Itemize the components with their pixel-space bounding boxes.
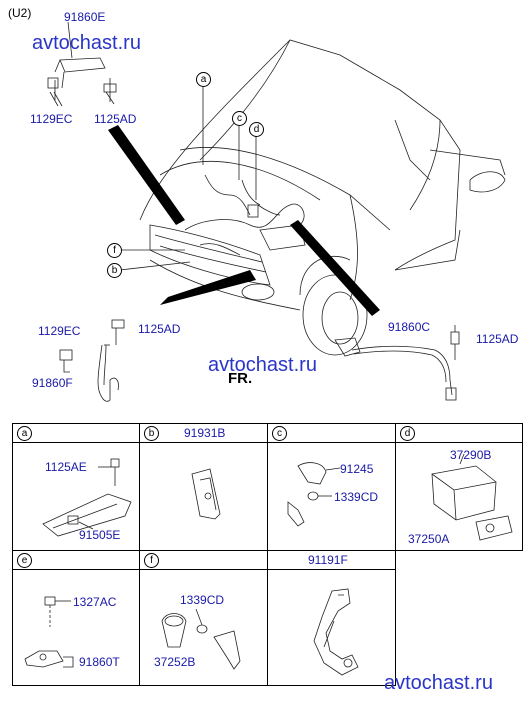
part-91245-label[interactable]: 91245 xyxy=(340,462,374,476)
part-1125AD-top-label[interactable]: 1125AD xyxy=(94,112,137,126)
cell-a-drawing xyxy=(42,458,132,537)
cell-c-code: c xyxy=(272,426,287,441)
detail-cell-c: c 91245 1339CD xyxy=(267,423,396,551)
part-91860F-label[interactable]: 91860F xyxy=(32,376,73,390)
cell-g-drawing xyxy=(313,588,359,676)
part-1125AE-label[interactable]: 1125AE xyxy=(45,460,87,474)
cell-a-code: a xyxy=(17,426,32,441)
detail-cell-g: 91191F xyxy=(267,550,396,686)
part-91931B-label[interactable]: 91931B xyxy=(184,426,226,440)
callout-b: b xyxy=(107,263,122,278)
part-1125AD-bottom-label[interactable]: 1125AD xyxy=(138,322,181,336)
part-1129EC-top-label[interactable]: 1129EC xyxy=(30,112,73,126)
cell-c-drawing xyxy=(287,462,341,527)
cell-d-code: d xyxy=(400,426,415,441)
part-1125AD-right-label[interactable]: 1125AD xyxy=(476,332,519,346)
callout-c: c xyxy=(232,111,247,126)
part-91860C-label[interactable]: 91860C xyxy=(388,320,431,334)
part-91191F-label[interactable]: 91191F xyxy=(308,553,348,567)
part-1339CD-label-c[interactable]: 1339CD xyxy=(334,490,379,504)
part-91860E-label[interactable]: 91860E xyxy=(64,10,106,24)
callout-f: f xyxy=(107,243,122,258)
cell-e-drawing xyxy=(24,596,74,668)
detail-cell-e: e 1327AC 91860T xyxy=(12,550,140,686)
front-direction-label: FR. xyxy=(228,370,253,387)
part-91860T-label[interactable]: 91860T xyxy=(79,655,120,669)
variant-label: (U2) xyxy=(8,6,32,20)
part-37252B-label[interactable]: 37252B xyxy=(154,655,196,669)
detail-cell-f: f 1339CD 37252B xyxy=(139,550,268,686)
detail-cell-b: b 91931B xyxy=(139,423,268,551)
cell-d-drawing xyxy=(431,453,513,541)
cell-b-code: b xyxy=(144,426,159,441)
cell-f-code: f xyxy=(144,553,159,568)
watermark-bottom: avtochast.ru xyxy=(384,672,493,694)
cell-e-code: e xyxy=(17,553,32,568)
part-37290B-label[interactable]: 37290B xyxy=(450,448,492,462)
part-1339CD-label-f[interactable]: 1339CD xyxy=(180,593,225,607)
detail-cell-a: a 1125AE 91505E xyxy=(12,423,140,551)
part-1327AC-label[interactable]: 1327AC xyxy=(73,595,117,609)
callout-d: d xyxy=(249,122,264,137)
cell-b-drawing xyxy=(191,468,221,520)
watermark-middle: avtochast.ru xyxy=(208,354,317,376)
part-37250A-label[interactable]: 37250A xyxy=(408,532,450,546)
cell-f-drawing xyxy=(161,608,241,670)
watermark-top: avtochast.ru xyxy=(32,32,141,54)
part-91505E-label[interactable]: 91505E xyxy=(79,528,121,542)
callout-a: a xyxy=(196,72,211,87)
part-1129EC-bottom-label[interactable]: 1129EC xyxy=(38,324,81,338)
detail-cell-d: d 37290B 37250A xyxy=(395,423,523,551)
